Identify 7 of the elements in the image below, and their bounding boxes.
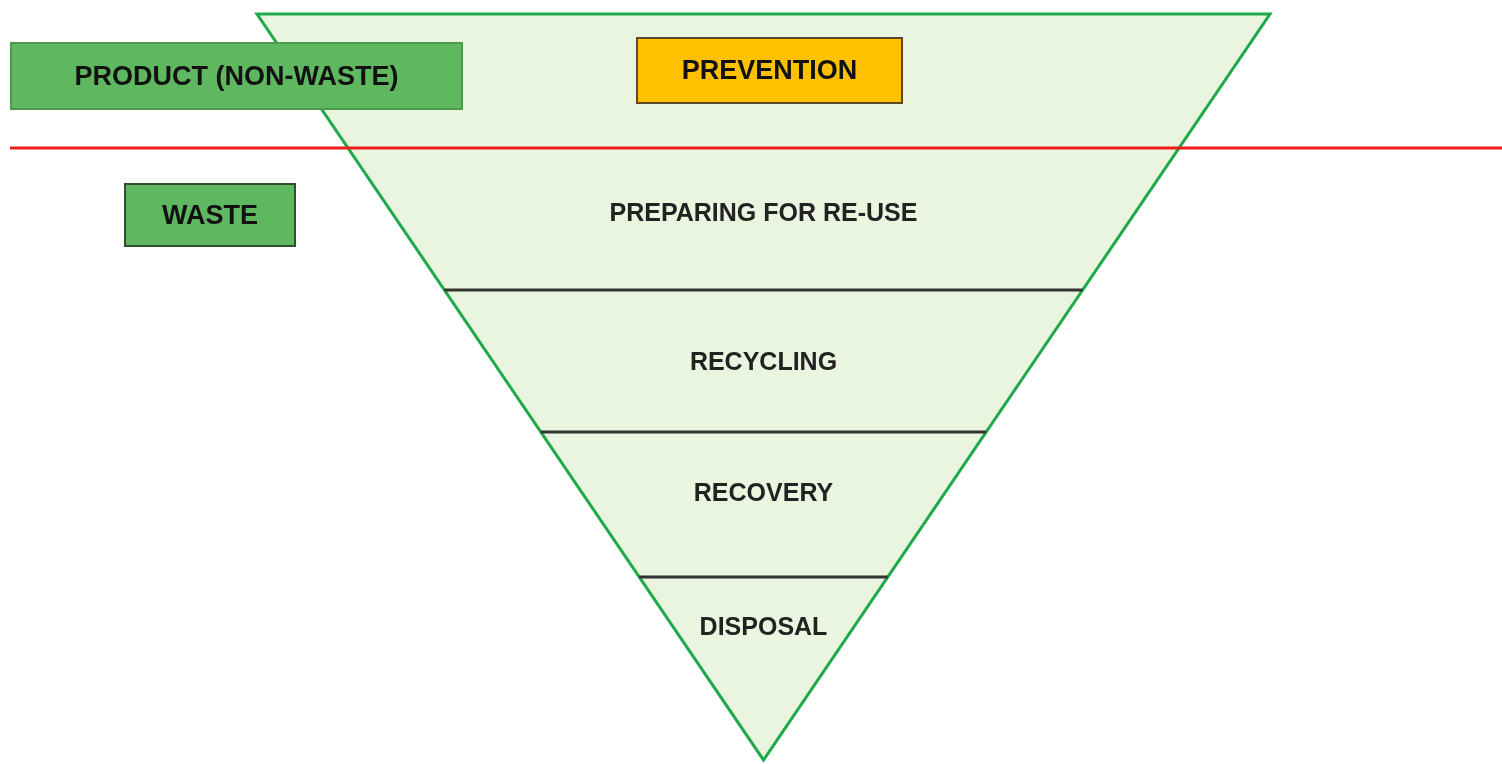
- level-box: PREVENTION: [636, 37, 903, 104]
- category-box: PRODUCT (NON-WASTE): [10, 42, 463, 110]
- level-label: PREPARING FOR RE-USE: [609, 198, 918, 227]
- level-label: DISPOSAL: [699, 612, 828, 641]
- category-box: WASTE: [124, 183, 296, 247]
- level-label: RECYCLING: [689, 347, 838, 376]
- level-label: RECOVERY: [693, 478, 834, 507]
